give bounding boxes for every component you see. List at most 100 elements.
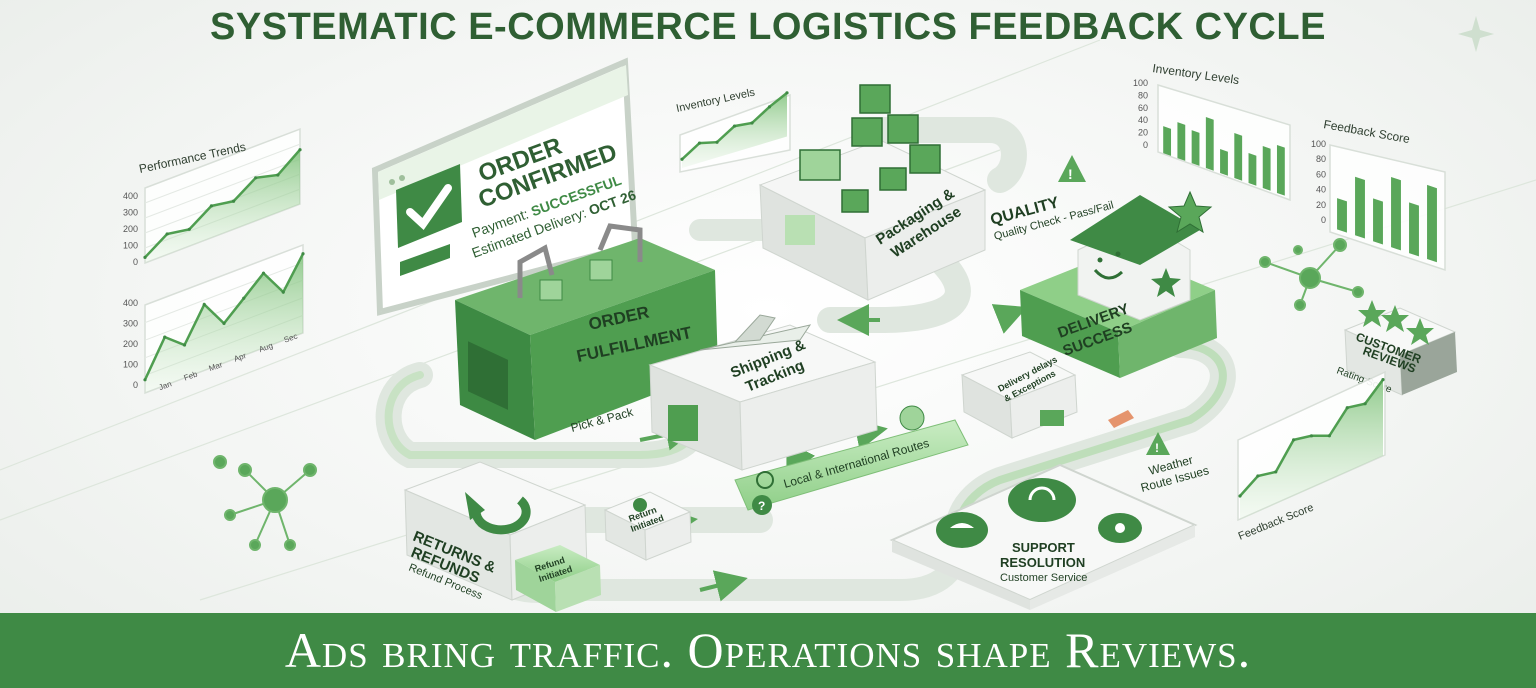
feedback-bar-1 (1355, 176, 1365, 239)
inventory-bar-1 (1177, 122, 1186, 161)
inventory-small-title: Inventory Levels (675, 86, 756, 114)
feedback-area-point-6 (1345, 406, 1349, 410)
inventory-bar-3 (1205, 117, 1214, 171)
feedback-area-point-7 (1363, 402, 1367, 406)
page-title: SYSTEMATIC E-COMMERCE LOGISTICS FEEDBACK… (210, 6, 1326, 48)
network-icon (213, 455, 317, 551)
support-caption: Customer Service (1000, 572, 1087, 584)
svg-text:!: ! (1155, 441, 1159, 455)
check-icon (396, 164, 462, 248)
star-icon (1167, 190, 1213, 234)
feedback-bars-tick-3: 40 (1316, 185, 1326, 195)
feedback-area-point-8 (1381, 378, 1385, 382)
inventory-bars-tick-1: 80 (1138, 90, 1148, 100)
feedback-bars-tick-0: 100 (1311, 139, 1326, 149)
inventory-bars-tick-2: 60 (1138, 103, 1148, 113)
performance-lower-point-0 (143, 378, 147, 382)
performance-tick-4: 0 (133, 257, 138, 267)
performance-point-5 (254, 176, 258, 180)
performance-lower-point-6 (261, 271, 266, 275)
feedback-bar-3 (1391, 176, 1401, 251)
feedback-bars-tick-1: 80 (1316, 154, 1326, 164)
headset-icon (1008, 478, 1076, 522)
performance-point-7 (298, 148, 302, 152)
chart-panel (1157, 83, 1291, 202)
feedback-bars-tick-4: 20 (1316, 200, 1326, 210)
airplane-icon (699, 314, 812, 351)
performance-lower-point-4 (222, 321, 226, 325)
month-label-5: Sec (283, 332, 299, 345)
feedback-area-point-0 (1238, 494, 1242, 498)
cloud-rain-icon (936, 512, 988, 548)
performance-tick-1: 300 (123, 208, 138, 218)
performance-lower-point-2 (182, 343, 187, 347)
shipping-tracking-node: Shipping & Tracking (648, 314, 878, 471)
inventory-small-point-0 (680, 157, 684, 161)
performance-lower-point-1 (163, 335, 167, 339)
performance-lower-tick-1: 300 (123, 319, 138, 329)
feedback-bars-tick-5: 0 (1321, 215, 1326, 225)
inventory-small-point-3 (732, 124, 737, 128)
performance-lower-point-7 (281, 290, 285, 294)
inventory-bars-tick-0: 100 (1133, 78, 1148, 88)
inventory-bar-4 (1220, 149, 1228, 176)
gridline (144, 143, 301, 204)
feedback-area-chart: Feedback Score (1237, 370, 1386, 543)
return-arrow-icon (465, 492, 531, 535)
warning-icon (1146, 432, 1170, 455)
house-icon (1070, 195, 1200, 321)
footer-banner: Ads bring traffic. Operations shape Revi… (0, 613, 1536, 688)
delivery-exceptions-node: Delivery delays & Exceptions (960, 351, 1078, 439)
warehouse-boxes-icon (799, 84, 941, 213)
feedback-bar-0 (1337, 198, 1347, 233)
sparkle-icon (1458, 16, 1494, 52)
feedback-area-area (1240, 379, 1383, 520)
sad-face-icon (899, 405, 925, 431)
stopwatch-icon (756, 471, 774, 489)
inventory-small-chart: Inventory Levels (675, 86, 791, 173)
performance-line (144, 148, 301, 259)
gridline (144, 158, 301, 219)
inventory-bar-5 (1234, 133, 1243, 181)
inventory-small-point-4 (750, 121, 754, 125)
feedback-area-point-5 (1327, 434, 1331, 438)
performance-lower-point-5 (242, 296, 246, 300)
star-icon (1406, 318, 1434, 345)
feedback-area-point-2 (1274, 470, 1278, 474)
feedback-bar-5 (1427, 184, 1437, 263)
performance-point-6 (276, 173, 280, 177)
month-label-3: Apr (233, 351, 248, 364)
inventory-bar-6 (1248, 152, 1257, 186)
inventory-small-point-5 (767, 105, 772, 109)
gridline (144, 262, 304, 324)
feedback-area-point-3 (1292, 438, 1296, 442)
performance-point-1 (165, 232, 169, 236)
inventory-small-point-1 (697, 141, 702, 145)
truck-icon (1108, 410, 1134, 428)
performance-point-4 (231, 199, 236, 203)
robot-arm-icon (517, 223, 643, 298)
inventory-bars-tick-5: 0 (1143, 140, 1148, 150)
inventory-bar-2 (1191, 130, 1200, 166)
month-label-0: Jan (158, 379, 173, 392)
packaging-warehouse-node: Packaging & Warehouse (758, 84, 987, 301)
performance-point-2 (187, 227, 191, 231)
performance-point-3 (209, 204, 214, 208)
inventory-bars-tick-4: 20 (1138, 128, 1148, 138)
feedback-bar-4 (1409, 202, 1419, 257)
inventory-bars-title: Inventory Levels (1152, 61, 1240, 87)
delivery-success-node: DELIVERY SUCCESS (1020, 190, 1217, 378)
performance-lower-point-8 (301, 252, 305, 256)
support-line1: SUPPORT (1012, 540, 1075, 555)
inventory-small-point-2 (715, 140, 719, 144)
return-icon (633, 498, 647, 512)
feedback-bars-tick-2: 60 (1316, 169, 1326, 179)
feedback-area-point-4 (1309, 434, 1314, 438)
performance-tick-0: 400 (123, 191, 138, 201)
help-icon (752, 495, 772, 515)
performance-lower-tick-3: 100 (123, 360, 138, 370)
